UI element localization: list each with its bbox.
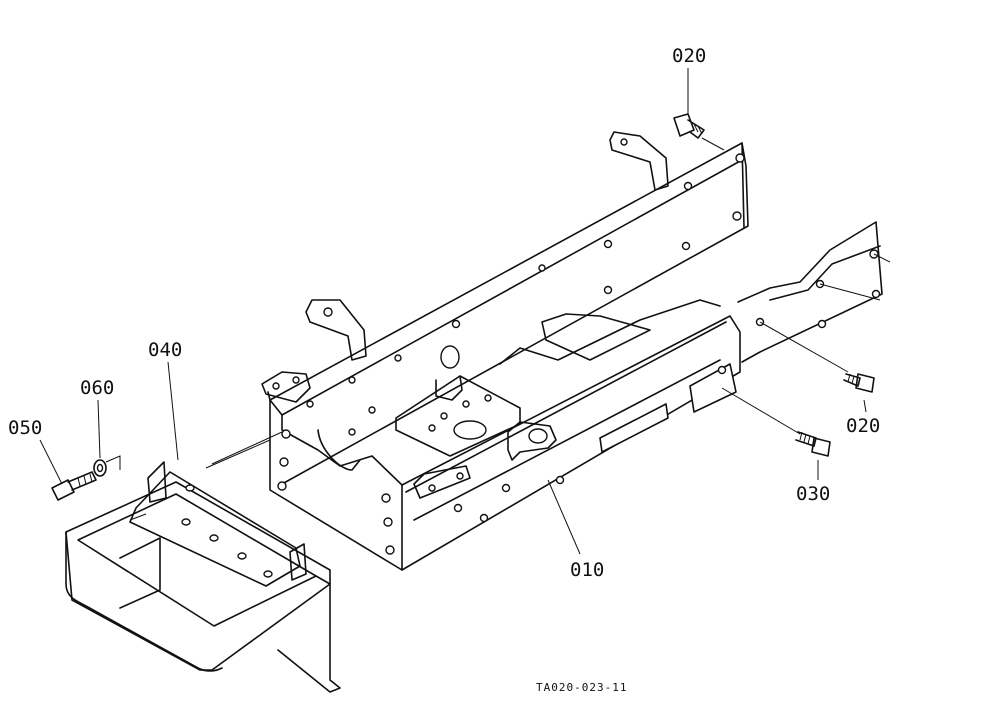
arm-hole [817, 319, 827, 329]
center-plate-bolt-hole [462, 400, 470, 408]
bolt-030 [795, 431, 831, 457]
step-tread-holes [181, 484, 273, 578]
front-rail-slot [599, 403, 669, 453]
center-plate-tab [435, 375, 463, 401]
center-plate-bolt-hole [484, 394, 492, 402]
callout-030: 030 [796, 483, 830, 505]
step-mount-plate [277, 575, 341, 693]
center-plate-bolt-hole [440, 412, 448, 420]
bracket-hole [272, 382, 280, 390]
step-inner-wall [119, 537, 161, 609]
arm-hole [871, 289, 881, 299]
back-rail-holes [306, 153, 745, 436]
center-plate-hole [453, 420, 487, 440]
step-assembly [65, 439, 341, 693]
step-inner-opening [77, 493, 317, 627]
main-frame [261, 131, 891, 571]
center-plate-bolt-hole [428, 424, 436, 432]
arm-leader [873, 253, 891, 263]
frame-front-inner [281, 414, 403, 486]
callout-050: 050 [8, 417, 42, 439]
bolt-020-top [673, 113, 725, 151]
frame-front-face [269, 399, 403, 571]
callout-020-right: 020 [846, 415, 880, 437]
leader-020-right [863, 399, 867, 413]
drawing-reference-code: TA020-023-11 [536, 681, 627, 694]
front-rail-holes [453, 365, 727, 523]
step-outer-frame [65, 481, 331, 671]
step-tread [129, 471, 301, 587]
front-corner-bracket [413, 465, 471, 499]
rear-bracket-mid [305, 299, 367, 361]
extension-arm-edge [769, 245, 881, 301]
bracket-hole [292, 376, 300, 384]
arm-leader [819, 283, 881, 301]
corner-bracket-hole [428, 484, 436, 492]
phantom-030 [721, 387, 801, 435]
front-face-holes [277, 429, 395, 555]
leader-010 [547, 479, 581, 555]
center-plate [395, 375, 521, 457]
front-rail-top-edge [405, 321, 727, 493]
step-alignment-line [129, 513, 147, 521]
bracket-hole [620, 138, 628, 146]
step-alignment-line [205, 439, 271, 469]
front-rail-bracket-hole [528, 428, 548, 444]
rear-bracket-top [609, 131, 669, 191]
bolt-050 [51, 471, 97, 501]
step-outer-lip [65, 531, 223, 672]
bracket-hole [323, 307, 333, 317]
rear-bracket-front [261, 371, 311, 403]
phantom-step-mount [211, 431, 283, 465]
corner-bracket-hole [456, 472, 464, 480]
back-rail-outline [267, 142, 749, 485]
leader-040 [167, 361, 179, 461]
extension-arm [737, 221, 883, 363]
callout-060: 060 [80, 377, 114, 399]
front-rail-plate [689, 363, 737, 413]
phantom-020-right [759, 321, 849, 373]
leader-050 [39, 439, 63, 485]
inner-cross-plate [541, 313, 651, 361]
leader-lines [39, 68, 867, 555]
washer-060 [93, 455, 121, 477]
bolt-020-right [843, 373, 875, 393]
frame-front-cutout [317, 429, 361, 471]
inner-cross-member [499, 299, 721, 365]
front-rail-mid-edge [413, 359, 721, 521]
front-rail-bracket [507, 421, 557, 461]
leader-060 [97, 399, 101, 459]
back-rail-top-edge [269, 159, 743, 416]
step-tread-tab-right [289, 543, 307, 581]
callout-020-top: 020 [672, 45, 706, 67]
step-tread-tab-left [147, 461, 167, 503]
callout-040: 040 [148, 339, 182, 361]
callout-010: 010 [570, 559, 604, 581]
